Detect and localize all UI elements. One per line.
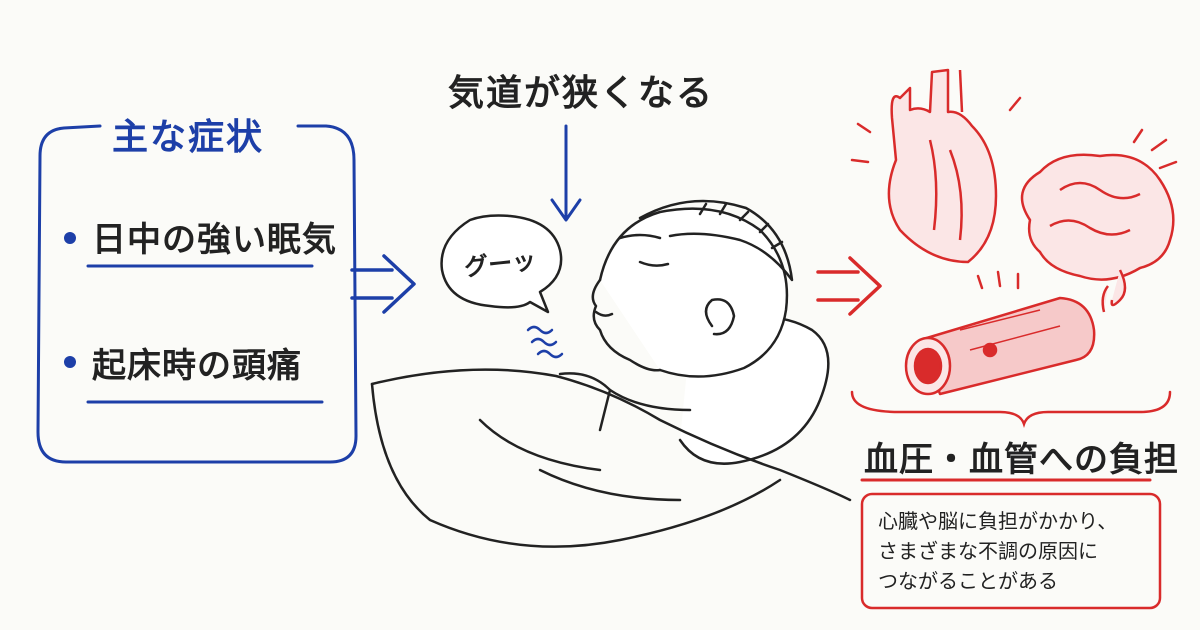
symptom-item-morning-headache: 起床時の頭痛 <box>92 338 302 387</box>
bullet-2 <box>64 356 76 368</box>
red-brace <box>850 390 1172 428</box>
red-arrow-icon <box>816 256 882 316</box>
blue-arrow-icon <box>350 254 416 314</box>
burden-title: 血圧・血管への負担 <box>864 440 1179 480</box>
burden-note: 心臓や脳に負担がかかり、 さまざまな不調の原因に つながることがある <box>878 506 1148 596</box>
down-arrow-icon <box>550 124 582 222</box>
vessel-pulse-marks <box>976 270 1020 290</box>
note-box <box>860 492 1162 610</box>
symptom-item-daytime-sleepiness: 日中の強い眠気 <box>92 212 337 261</box>
symptoms-box <box>36 124 358 464</box>
snore-text: グーッ <box>462 246 538 282</box>
note-line-1: 心臓や脳に負担がかかり、 <box>878 509 1118 533</box>
heart-pulse-marks <box>850 96 1022 164</box>
symptom-label: 起床時の頭痛 <box>92 346 302 386</box>
sleeping-man-illustration <box>370 199 852 548</box>
note-line-3: つながることがある <box>878 569 1058 593</box>
airway-narrowing-label: 気道が狭くなる <box>448 73 715 114</box>
brain-icon <box>1020 153 1175 313</box>
symptom-label: 日中の強い眠気 <box>92 220 337 260</box>
heart-icon <box>887 68 998 264</box>
speech-bubble <box>440 214 563 314</box>
snore-squiggle-icon <box>526 325 564 359</box>
brain-pulse-marks <box>1132 128 1178 170</box>
blood-vessel-icon <box>904 296 1096 396</box>
note-line-2: さまざまな不調の原因に <box>878 539 1098 563</box>
bullet-1 <box>64 232 76 244</box>
symptoms-title: 主な症状 <box>112 117 265 158</box>
